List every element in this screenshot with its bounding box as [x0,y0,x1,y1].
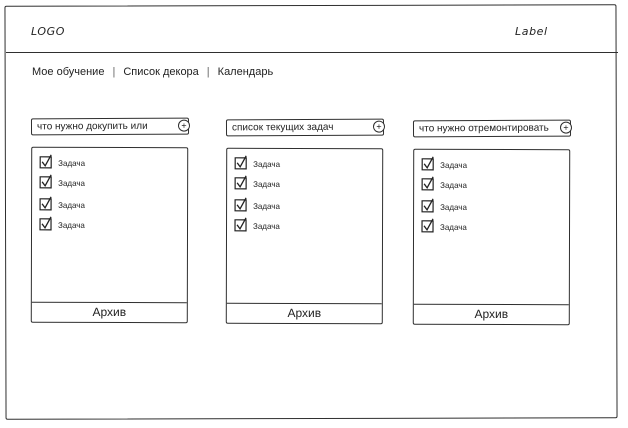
archive-button[interactable]: Архив [413,303,569,325]
archive-button[interactable]: Архив [226,302,382,324]
task-item[interactable]: Задача [234,217,280,233]
task-item[interactable]: Задача [234,197,280,213]
task-label: Задача [58,220,85,230]
checked-checkbox-icon[interactable] [39,154,53,170]
task-label: Задача [253,201,280,211]
task-item[interactable]: Задача [421,218,467,234]
list-column-current-tasks: список текущих задач + Задача Задача Зад… [225,118,386,325]
nav-separator: | [112,66,116,78]
logo[interactable]: LOGO [31,25,66,38]
list-title-field[interactable]: список текущих задач + [225,118,386,137]
list-title-field[interactable]: что нужно докупить или + [30,117,191,136]
task-item[interactable]: Задача [421,156,468,172]
task-list-box: Задача Задача Задача Задача Архив [30,146,189,324]
task-label: Задача [58,178,85,188]
checked-checkbox-icon[interactable] [234,175,248,191]
task-label: Задача [58,200,85,210]
add-task-button[interactable]: + [559,121,573,134]
list-column-to-buy: что нужно докупить или + Задача Задача З… [30,117,191,324]
plus-icon: + [181,120,187,131]
task-item[interactable]: Задача [234,155,281,171]
list-title-text: что нужно отремонтировать [418,122,549,135]
task-item[interactable]: Задача [234,175,280,191]
header-divider [6,52,618,53]
task-list-box: Задача Задача Задача Задача Архив [412,148,571,326]
checked-checkbox-icon[interactable] [421,218,435,234]
plus-icon: + [376,121,382,132]
task-label: Задача [253,179,280,189]
task-label: Задача [253,221,280,231]
task-item[interactable]: Задача [39,196,85,212]
list-title-text: список текущих задач [231,121,334,134]
header-label: Label [515,25,548,38]
checked-checkbox-icon[interactable] [234,155,248,171]
task-label: Задача [440,180,467,190]
list-column-to-repair: что нужно отремонтировать + Задача Задач… [412,119,573,326]
task-label: Задача [253,159,281,169]
nav-item-calendar[interactable]: Календарь [217,66,274,78]
task-item[interactable]: Задача [421,198,467,214]
checked-checkbox-icon[interactable] [39,196,53,212]
task-label: Задача [440,202,467,212]
task-list-box: Задача Задача Задача Задача Архив [225,147,384,325]
list-title-text: что нужно докупить или [36,120,148,133]
checked-checkbox-icon[interactable] [39,174,53,190]
checked-checkbox-icon[interactable] [234,197,248,213]
task-label: Задача [58,158,86,168]
nav-item-my-learning[interactable]: Мое обучение [32,66,105,78]
checked-checkbox-icon[interactable] [234,217,248,233]
archive-button[interactable]: Архив [31,301,187,323]
checked-checkbox-icon[interactable] [421,156,435,172]
add-task-button[interactable]: + [372,120,386,133]
task-label: Задача [440,222,467,232]
checked-checkbox-icon[interactable] [421,198,435,214]
nav-item-decor-list[interactable]: Список декора [123,66,199,78]
checked-checkbox-icon[interactable] [39,216,53,232]
add-task-button[interactable]: + [177,119,191,132]
plus-icon: + [563,122,569,133]
checked-checkbox-icon[interactable] [421,176,435,192]
task-label: Задача [440,160,468,170]
nav-separator: | [206,66,210,78]
task-item[interactable]: Задача [39,154,86,170]
navigation-bar: Мое обучение | Список декора | Календарь [32,66,273,78]
task-item[interactable]: Задача [39,216,85,232]
task-item[interactable]: Задача [421,176,467,192]
task-item[interactable]: Задача [39,174,85,190]
list-title-field[interactable]: что нужно отремонтировать + [412,119,573,138]
